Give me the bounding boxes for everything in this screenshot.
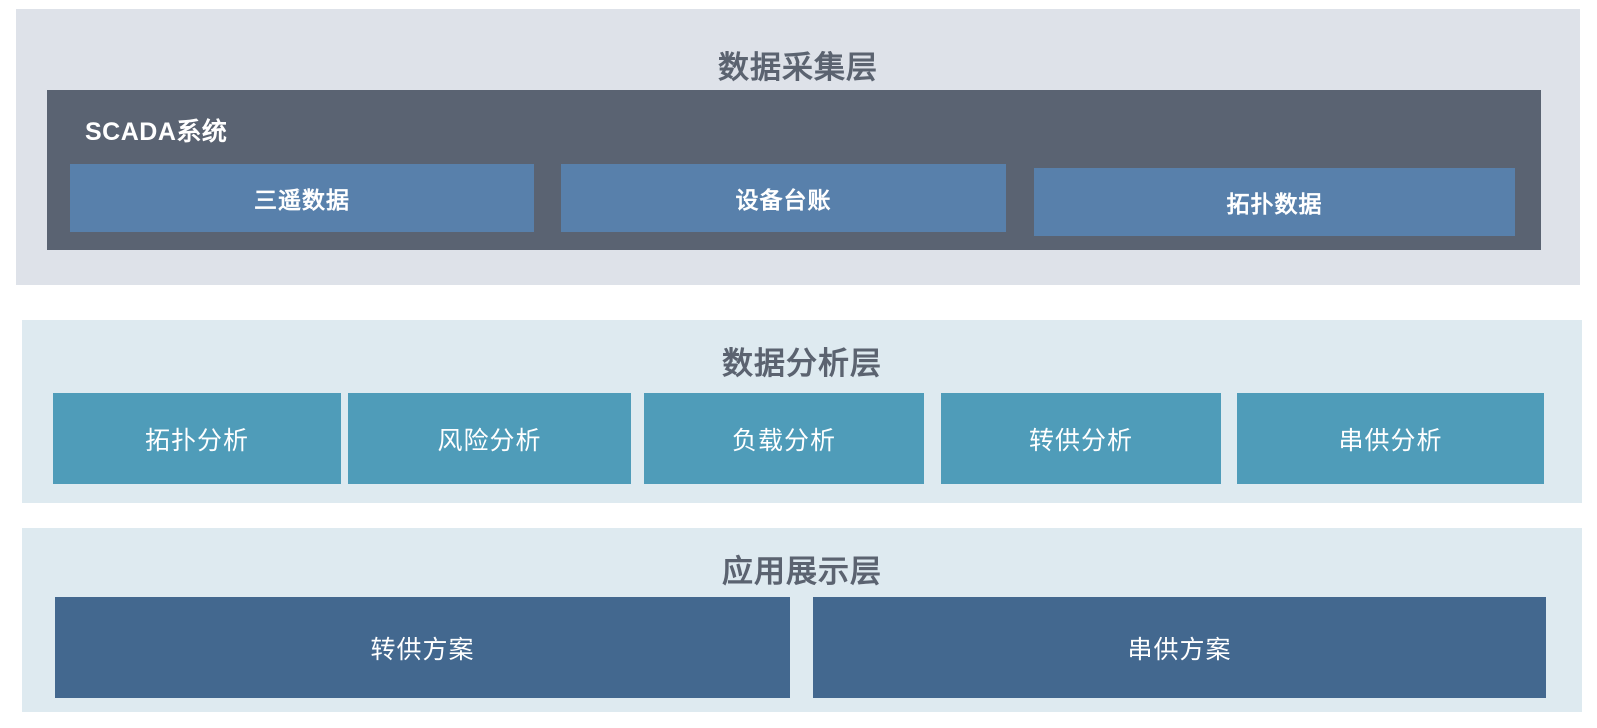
layer-data-analysis: 数据分析层 拓扑分析 风险分析 负载分析 转供分析 串供分析 (22, 320, 1582, 503)
data-source-box-telemetry[interactable]: 三遥数据 (70, 164, 534, 232)
data-source-box-topology-data[interactable]: 拓扑数据 (1034, 168, 1515, 236)
layer-application-presentation: 应用展示层 转供方案 串供方案 (22, 528, 1582, 712)
analysis-box-series-supply[interactable]: 串供分析 (1237, 393, 1544, 484)
data-source-box-equipment-ledger[interactable]: 设备台账 (561, 164, 1006, 232)
analysis-box-load[interactable]: 负载分析 (644, 393, 924, 484)
layer-application-presentation-title: 应用展示层 (722, 554, 882, 589)
application-box-series-supply-plan[interactable]: 串供方案 (813, 597, 1546, 698)
layer-data-analysis-title: 数据分析层 (722, 346, 882, 381)
scada-system-label: SCADA系统 (85, 118, 228, 146)
analysis-box-transfer-supply[interactable]: 转供分析 (941, 393, 1221, 484)
application-box-transfer-supply-plan[interactable]: 转供方案 (55, 597, 790, 698)
analysis-box-risk[interactable]: 风险分析 (348, 393, 631, 484)
analysis-box-topology[interactable]: 拓扑分析 (53, 393, 341, 484)
layer-data-collection: 数据采集层 SCADA系统 三遥数据 设备台账 拓扑数据 (16, 9, 1580, 285)
scada-system-panel: SCADA系统 三遥数据 设备台账 拓扑数据 (47, 90, 1541, 250)
layer-data-collection-title: 数据采集层 (718, 50, 878, 85)
